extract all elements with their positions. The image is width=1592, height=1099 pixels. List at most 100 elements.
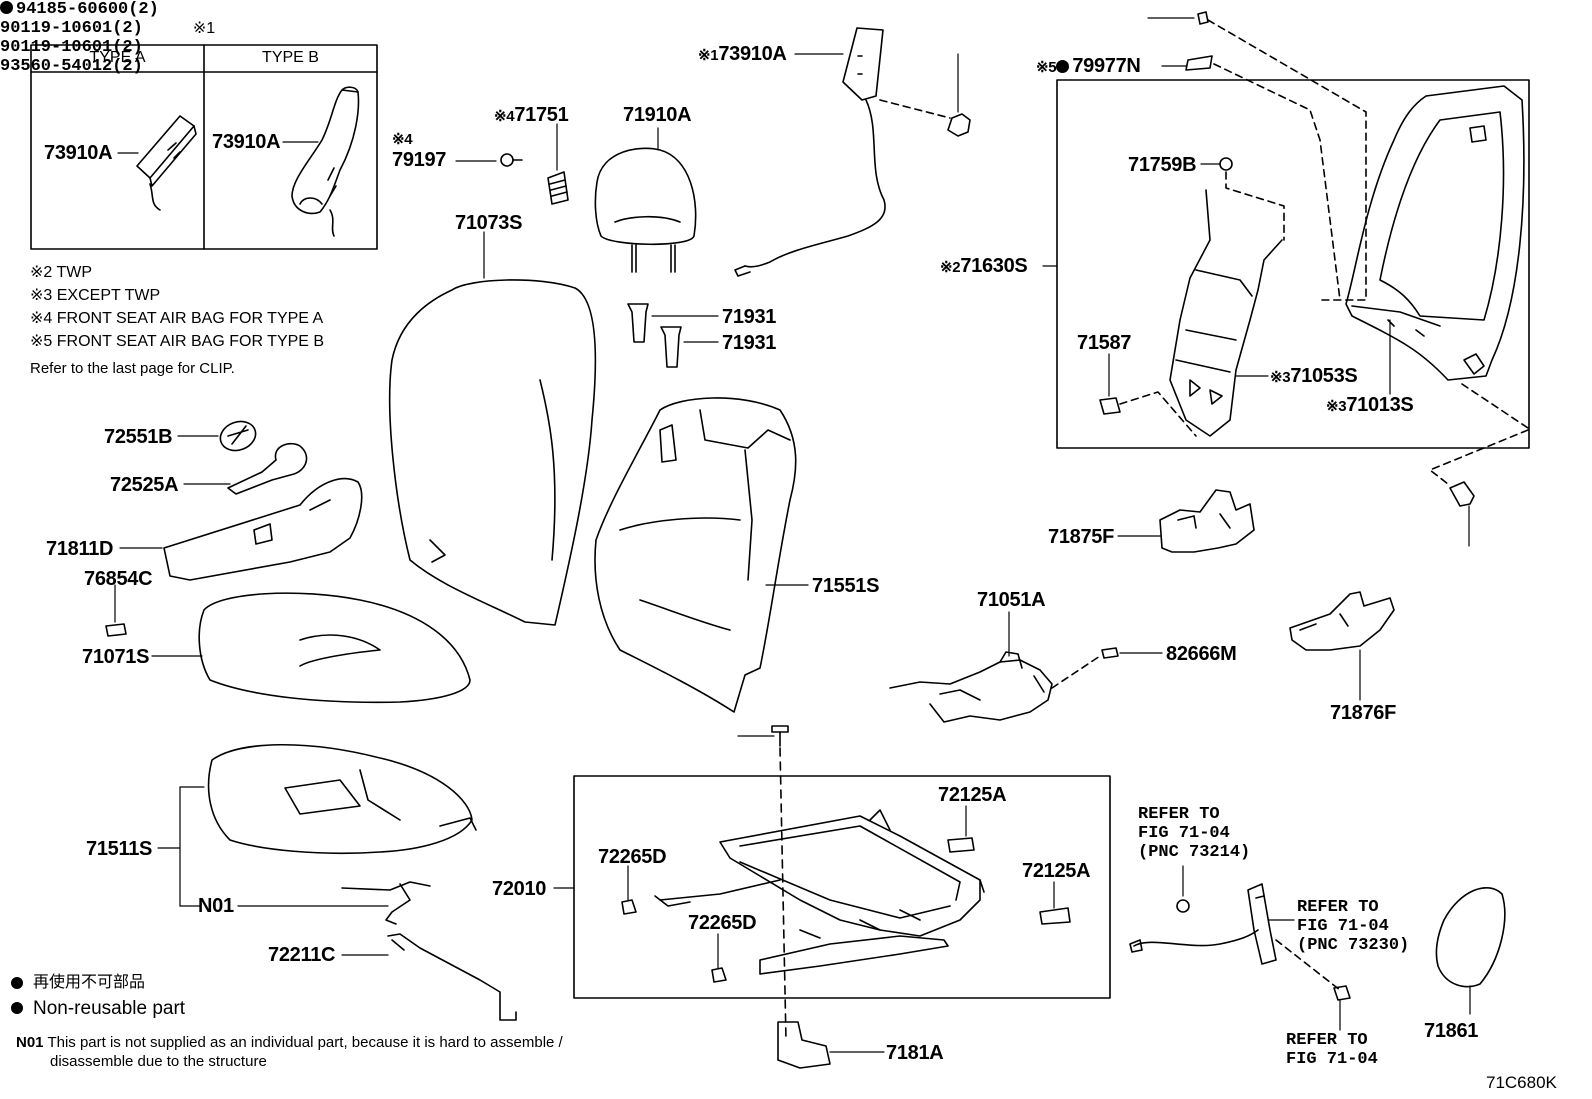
headrest-guide-parts bbox=[627, 303, 719, 368]
bracket-7181a bbox=[777, 1021, 885, 1069]
footnote-code: N01 bbox=[16, 1034, 44, 1051]
mark-4: ※4 bbox=[494, 108, 515, 125]
part-label-71511s[interactable]: 71511S bbox=[86, 838, 153, 860]
mark-2: ※2 bbox=[940, 259, 961, 276]
bolt-93560 bbox=[737, 725, 789, 1041]
note-airbag-type-b: ※5 FRONT SEAT AIR BAG FOR TYPE B bbox=[30, 333, 325, 350]
airbag-part bbox=[734, 27, 971, 277]
ref-line: (PNC 73230) bbox=[1297, 936, 1410, 955]
part-number: 94185-60600(2) bbox=[16, 0, 159, 19]
part-label-90119-mid[interactable]: 90119-10601(2) bbox=[0, 38, 143, 57]
part-label-72265d-left[interactable]: 72265D bbox=[598, 846, 667, 868]
footnote-line1: This part is not supplied as an individu… bbox=[47, 1034, 563, 1051]
part-label-n01[interactable]: N01 bbox=[198, 895, 234, 917]
part-label-72211c[interactable]: 72211C bbox=[268, 944, 336, 966]
part-label-72125a-right[interactable]: 72125A bbox=[1022, 860, 1091, 882]
non-reusable-dot-icon bbox=[1056, 60, 1070, 73]
ref-line: REFER TO bbox=[1286, 1031, 1368, 1050]
ref-line: FIG 71-04 bbox=[1297, 917, 1389, 936]
part-label-71551s[interactable]: 71551S bbox=[812, 575, 880, 597]
part-label-71876f[interactable]: 71876F bbox=[1330, 702, 1397, 724]
clip-part bbox=[105, 584, 127, 637]
part-label-71071s[interactable]: 71071S bbox=[82, 646, 150, 668]
ref-line: REFER TO bbox=[1297, 898, 1379, 917]
figure-id: 71C680K bbox=[1486, 1073, 1557, 1092]
part-label-71587[interactable]: 71587 bbox=[1077, 332, 1132, 354]
seatback-frame-box bbox=[1056, 79, 1530, 449]
mark-5: ※5 bbox=[1036, 59, 1057, 76]
part-label-73910a-type-b[interactable]: 73910A bbox=[212, 131, 281, 153]
part-label-7181a[interactable]: 7181A bbox=[886, 1042, 944, 1064]
legend-en: Non-reusable part bbox=[33, 998, 186, 1019]
armrest-parts bbox=[119, 420, 363, 581]
ref-line: (PNC 73214) bbox=[1138, 843, 1251, 862]
bottom-right-screw bbox=[1429, 429, 1529, 547]
part-label-79977n[interactable]: ※5 79977N bbox=[1036, 55, 1141, 79]
part-label-71073s[interactable]: 71073S bbox=[455, 212, 523, 234]
part-label-76854c[interactable]: 76854C bbox=[84, 568, 153, 590]
part-label-72010[interactable]: 72010 bbox=[492, 878, 547, 900]
part-number: 79197 bbox=[392, 149, 447, 171]
part-number: 71013S bbox=[1346, 394, 1414, 416]
cover-71861 bbox=[1435, 886, 1506, 1015]
harness-71051a bbox=[889, 611, 1163, 723]
cushion-cover-part bbox=[151, 592, 471, 704]
part-label-71630s[interactable]: ※271630S bbox=[940, 255, 1028, 279]
part-label-72525a[interactable]: 72525A bbox=[110, 474, 179, 496]
part-label-72551b[interactable]: 72551B bbox=[104, 426, 173, 448]
reference-note-73230[interactable]: REFER TO FIG 71-04 (PNC 73230) bbox=[1297, 898, 1409, 955]
part-label-94185[interactable]: 94185-60600(2) bbox=[0, 0, 1592, 19]
part-label-71751[interactable]: ※471751 bbox=[494, 104, 569, 128]
headrest-part bbox=[594, 127, 697, 273]
note-except-twp: ※3 EXCEPT TWP bbox=[30, 287, 161, 304]
part-label-71910a[interactable]: 71910A bbox=[623, 104, 692, 126]
part-label-71875f[interactable]: 71875F bbox=[1048, 526, 1115, 548]
note-airbag-type-a: ※4 FRONT SEAT AIR BAG FOR TYPE A bbox=[30, 310, 324, 327]
part-number: 73910A bbox=[718, 43, 787, 65]
note-clip-reference: Refer to the last page for CLIP. bbox=[30, 360, 235, 377]
part-number: 71053S bbox=[1290, 365, 1358, 387]
part-label-71013s[interactable]: ※371013S bbox=[1326, 394, 1414, 418]
legend-jp: 再使用不可部品 bbox=[33, 974, 146, 991]
footnote: N01 This part is not supplied as an indi… bbox=[16, 1034, 563, 1052]
part-number: 71630S bbox=[960, 255, 1028, 277]
mark-3: ※3 bbox=[1326, 398, 1347, 415]
reference-note-fig[interactable]: REFER TO FIG 71-04 bbox=[1286, 1031, 1378, 1069]
part-label-73910a-type-a[interactable]: 73910A bbox=[44, 142, 113, 164]
part-label-73910a[interactable]: ※173910A bbox=[698, 43, 787, 67]
part-label-71053s[interactable]: ※371053S bbox=[1270, 365, 1358, 389]
part-label-71051a[interactable]: 71051A bbox=[977, 589, 1046, 611]
part-number: 79977N bbox=[1072, 55, 1141, 77]
seatback-cover-part bbox=[388, 231, 597, 626]
mark-4: ※4 bbox=[392, 131, 413, 148]
seat-belt-buckle-parts bbox=[1129, 865, 1351, 1031]
ref-line: FIG 71-04 bbox=[1138, 824, 1230, 843]
part-label-71861[interactable]: 71861 bbox=[1424, 1020, 1479, 1042]
part-label-71759b[interactable]: 71759B bbox=[1128, 154, 1197, 176]
part-number: 71751 bbox=[514, 104, 569, 126]
bracket-71875f bbox=[1117, 489, 1255, 553]
type-box-mark: ※1 bbox=[192, 20, 216, 37]
part-label-71931-b[interactable]: 71931 bbox=[722, 332, 777, 354]
seat-track-box bbox=[573, 775, 1111, 999]
legend-dot-en bbox=[11, 1002, 23, 1014]
part-label-72125a-top[interactable]: 72125A bbox=[938, 784, 1007, 806]
note-twp: ※2 TWP bbox=[30, 264, 93, 281]
part-label-82666m[interactable]: 82666M bbox=[1166, 643, 1237, 665]
small-screw-parts bbox=[455, 123, 569, 205]
ref-line: FIG 71-04 bbox=[1286, 1050, 1378, 1069]
ref-line: REFER TO bbox=[1138, 805, 1220, 824]
seatback-frame-box-contents bbox=[1042, 85, 1529, 437]
reference-note-73214[interactable]: REFER TO FIG 71-04 (PNC 73214) bbox=[1138, 805, 1250, 862]
type-b-airbag-part bbox=[282, 86, 360, 237]
part-label-90119-top[interactable]: 90119-10601(2) bbox=[0, 19, 143, 38]
type-a-header: TYPE A bbox=[89, 49, 146, 66]
part-label-71811d[interactable]: 71811D bbox=[46, 538, 114, 560]
part-label-72265d-bottom[interactable]: 72265D bbox=[688, 912, 757, 934]
part-label-71931-a[interactable]: 71931 bbox=[722, 306, 777, 328]
mark-1: ※1 bbox=[698, 47, 719, 64]
type-box bbox=[30, 44, 378, 250]
